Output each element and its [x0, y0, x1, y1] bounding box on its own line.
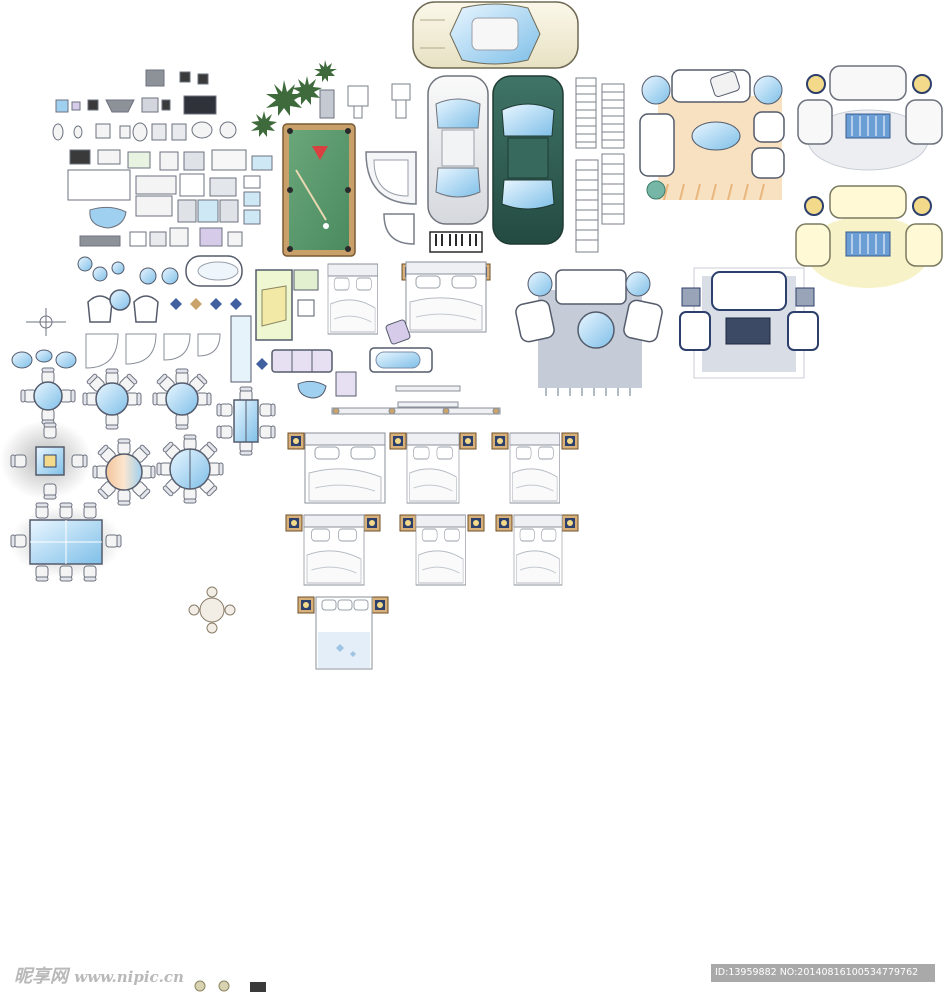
watermark-brand: 昵享网: [14, 966, 68, 987]
car-icon: [492, 75, 564, 245]
dining-table-icon: [20, 367, 76, 425]
l-sofa-icon: [255, 269, 319, 341]
bed-icon: [297, 596, 389, 670]
dining-table-icon: [156, 434, 224, 504]
round-table-icon: [188, 586, 236, 634]
staircase-icon: [575, 77, 625, 253]
armchair-icon: [87, 289, 159, 323]
door-swing-icons: [85, 333, 221, 369]
bed-icon: [285, 514, 381, 586]
chair-icon: [385, 319, 411, 345]
bottom-small-icons: [194, 980, 266, 992]
sofa-set-icon: [679, 267, 819, 379]
watermark-logo: 昵享网 www.nipic.cn: [14, 962, 184, 988]
decor-icons: [170, 298, 242, 310]
sofa-set-icon: [639, 69, 785, 201]
bed-icon: [491, 432, 579, 504]
curtain-rails: [331, 385, 501, 415]
bed-icon: [327, 263, 379, 335]
piano-icon: [429, 231, 483, 253]
car-icon: [427, 75, 489, 225]
bathtub-icon: [369, 347, 433, 373]
mirror-icon: [230, 315, 252, 383]
small-fixtures-grid: [52, 69, 273, 247]
plant-icon: [251, 60, 337, 137]
billiard-table-icon: [282, 123, 356, 257]
chair-icon: [77, 256, 179, 285]
bed-icon: [495, 514, 579, 586]
dining-table-icon: [216, 386, 276, 456]
watermark-site: www.nipic.cn: [74, 968, 184, 986]
sofa-set-icon: [797, 65, 943, 171]
bed-icon: [399, 514, 485, 586]
bed-icon: [401, 261, 491, 333]
bed-icon: [287, 432, 386, 504]
dining-table-icon: [10, 502, 122, 582]
bathtub-icon: [185, 255, 243, 287]
pool-float-icon: [297, 380, 327, 399]
dining-table-icon: [0, 420, 92, 500]
dining-table-icon: [152, 368, 212, 430]
dining-table-icon: [82, 368, 142, 430]
compass-icon: [26, 308, 66, 336]
sofa-set-icon: [515, 269, 663, 396]
car-icon: [412, 1, 579, 69]
plant-pot: [319, 89, 335, 119]
sink-icon: [347, 83, 411, 119]
bathtub-icon: [365, 151, 417, 245]
glasses-icon: [11, 349, 77, 369]
bed-icon: [389, 432, 477, 504]
image-id-strip: ID:13959882 NO:20140816100534779762: [711, 964, 935, 982]
dining-table-icon: [92, 438, 156, 506]
sofa-icon: [256, 349, 357, 397]
sofa-set-icon: [795, 185, 943, 288]
